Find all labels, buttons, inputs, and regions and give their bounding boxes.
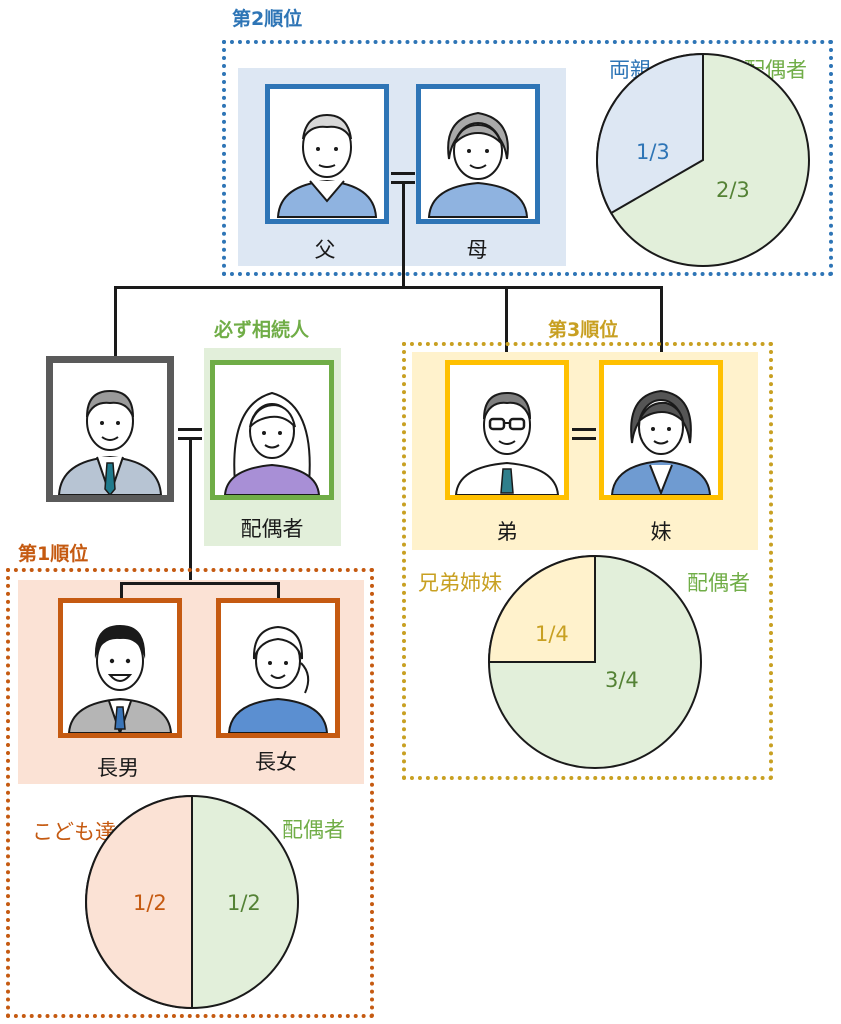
rank1-left-label: こども達 — [32, 820, 116, 844]
son-label: 長男 — [97, 756, 139, 780]
deceased-portrait — [46, 356, 174, 502]
rank2-box — [222, 40, 833, 276]
businessman-icon — [57, 389, 163, 495]
sister-portrait — [599, 360, 723, 500]
spouse-label: 配偶者 — [240, 517, 304, 541]
mother-label: 母 — [466, 238, 488, 262]
rank3-right-label: 配偶者 — [687, 571, 750, 595]
rank3-box — [402, 342, 773, 780]
spouse-portrait — [210, 360, 334, 500]
rank1-right-label: 配偶者 — [282, 818, 345, 842]
children-horizontal-line — [120, 582, 280, 585]
daughter-drop-line — [277, 582, 280, 600]
marriage-connector-siblings — [572, 428, 596, 440]
marriage-connector-parents — [391, 172, 415, 184]
brother-drop-line — [505, 286, 508, 362]
woman-short-hair-icon — [610, 389, 712, 495]
spouse-group-title: 必ず相続人 — [214, 319, 310, 341]
man-with-glasses-icon — [454, 391, 560, 495]
young-woman-icon — [227, 625, 329, 733]
rank3-left-label: 兄弟姉妹 — [418, 571, 502, 595]
young-man-icon — [67, 625, 173, 733]
rank1-right-value: 1/2 — [227, 891, 261, 915]
sister-drop-line — [660, 286, 663, 362]
rank3-title: 第3順位 — [548, 319, 619, 341]
daughter-label: 長女 — [255, 750, 297, 774]
son-drop-line — [120, 582, 123, 600]
father-portrait — [265, 84, 389, 224]
marriage-connector-deceased — [178, 428, 202, 440]
deceased-drop-line — [114, 286, 117, 358]
rank1-left-value: 1/2 — [133, 891, 167, 915]
elderly-woman-icon — [427, 111, 529, 218]
brother-portrait — [445, 360, 569, 500]
woman-icon — [223, 391, 321, 495]
brother-label: 弟 — [496, 520, 518, 544]
rank3-right-value: 3/4 — [605, 668, 639, 692]
rank1-title: 第1順位 — [18, 543, 89, 565]
siblings-horizontal-line — [114, 286, 663, 289]
rank1-heirs-slice — [85, 794, 193, 1010]
rank2-heirs-slice — [596, 52, 704, 215]
rank3-heirs-slice — [487, 554, 596, 663]
rank2-title: 第2順位 — [232, 8, 303, 30]
father-label: 父 — [314, 238, 336, 262]
rank1-box — [6, 568, 374, 1018]
daughter-portrait — [216, 598, 340, 738]
rank2-right-value: 2/3 — [716, 178, 750, 202]
mother-portrait — [416, 84, 540, 224]
parents-stem-line — [402, 184, 405, 288]
children-stem-line — [189, 440, 192, 584]
sister-label: 妹 — [650, 520, 672, 544]
rank2-left-value: 1/3 — [636, 140, 670, 164]
rank3-left-value: 1/4 — [535, 622, 569, 646]
son-portrait — [58, 598, 182, 738]
elderly-man-icon — [276, 113, 378, 218]
